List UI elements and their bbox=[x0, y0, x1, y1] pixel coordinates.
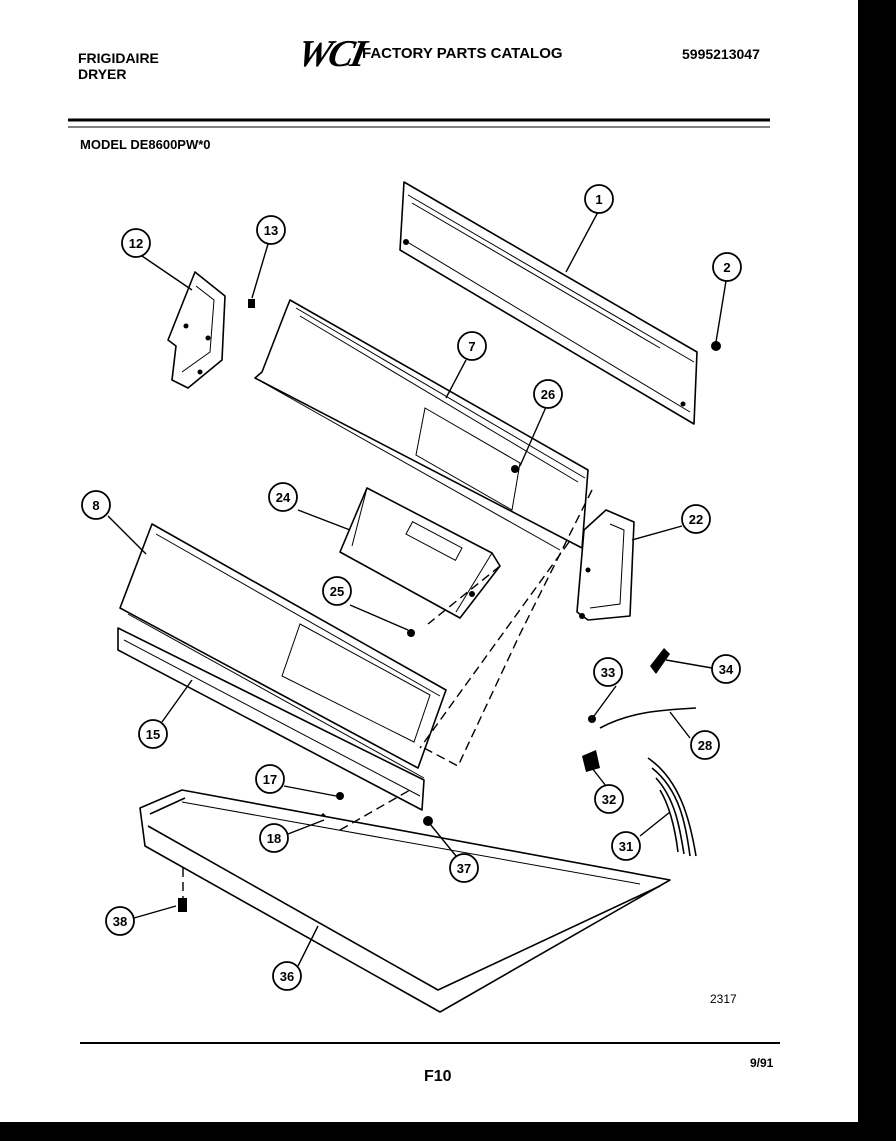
callout-8: 8 bbox=[81, 490, 111, 520]
brand-name: FRIGIDAIRE bbox=[78, 50, 159, 66]
callout-24: 24 bbox=[268, 482, 298, 512]
part-33-screw bbox=[588, 715, 596, 723]
part-1-back-panel bbox=[399, 181, 698, 425]
assembly-line-bracket bbox=[423, 489, 593, 767]
callout-37-label: 37 bbox=[457, 861, 471, 876]
callout-18-label: 18 bbox=[267, 831, 281, 846]
callout-38: 38 bbox=[105, 906, 135, 936]
callout-25-label: 25 bbox=[330, 584, 344, 599]
callout-1-label: 1 bbox=[595, 192, 602, 207]
part-32-bracket bbox=[582, 750, 600, 772]
callout-32-label: 32 bbox=[602, 792, 616, 807]
callout-33-label: 33 bbox=[601, 665, 615, 680]
part-7-control-frame bbox=[254, 299, 589, 551]
catalog-title: FACTORY PARTS CATALOG bbox=[362, 45, 563, 62]
callout-13-label: 13 bbox=[264, 223, 278, 238]
callout-36: 36 bbox=[272, 961, 302, 991]
part-34-switch bbox=[650, 648, 670, 674]
part-31-harness bbox=[647, 757, 697, 857]
leader-lines bbox=[107, 211, 727, 967]
callout-34: 34 bbox=[711, 654, 741, 684]
callout-18: 18 bbox=[259, 823, 289, 853]
part-13-clip bbox=[248, 299, 255, 308]
part-26-screw bbox=[511, 465, 519, 473]
callout-22-label: 22 bbox=[689, 512, 703, 527]
callout-36-label: 36 bbox=[280, 969, 294, 984]
part-36-top-cover bbox=[139, 789, 671, 1013]
assembly-line-timer bbox=[427, 565, 501, 625]
callout-12-label: 12 bbox=[129, 236, 143, 251]
brand-block: FRIGIDAIRE DRYER bbox=[78, 50, 159, 82]
callout-28: 28 bbox=[690, 730, 720, 760]
callout-15: 15 bbox=[138, 719, 168, 749]
part-38-clip bbox=[178, 868, 187, 912]
callout-24-label: 24 bbox=[276, 490, 291, 505]
part-2-screw bbox=[711, 341, 721, 351]
callout-12: 12 bbox=[121, 228, 151, 258]
callout-2-label: 2 bbox=[723, 260, 730, 275]
callout-17: 17 bbox=[255, 764, 285, 794]
part-37-screw bbox=[423, 816, 433, 826]
page-code: F10 bbox=[424, 1068, 452, 1085]
callout-7-label: 7 bbox=[468, 339, 475, 354]
callout-17-label: 17 bbox=[263, 772, 277, 787]
model-number: MODEL DE8600PW*0 bbox=[80, 137, 211, 152]
part-15-trim bbox=[117, 627, 425, 811]
callout-22: 22 bbox=[681, 504, 711, 534]
assembly-line-frame bbox=[419, 541, 570, 749]
catalog-number: 5995213047 bbox=[682, 46, 760, 62]
part-24-timer bbox=[339, 487, 501, 619]
callout-31: 31 bbox=[611, 831, 641, 861]
part-28-wire bbox=[599, 707, 697, 729]
callout-15-label: 15 bbox=[146, 727, 160, 742]
date-code: 9/91 bbox=[750, 1056, 774, 1070]
callout-28-label: 28 bbox=[698, 738, 712, 753]
part-25-screw bbox=[407, 629, 415, 637]
part-22-end-bracket bbox=[576, 509, 635, 621]
callout-34-label: 34 bbox=[719, 662, 734, 677]
callout-13: 13 bbox=[256, 215, 286, 245]
callout-25: 25 bbox=[322, 576, 352, 606]
callout-8-label: 8 bbox=[92, 498, 99, 513]
callout-32: 32 bbox=[594, 784, 624, 814]
callout-26: 26 bbox=[533, 379, 563, 409]
callout-38-label: 38 bbox=[113, 914, 127, 929]
appliance-type: DRYER bbox=[78, 66, 127, 82]
part-17-grommet bbox=[336, 792, 344, 800]
callout-7: 7 bbox=[457, 331, 487, 361]
callout-1: 1 bbox=[584, 184, 614, 214]
part-12-end-bracket bbox=[167, 271, 226, 389]
callout-31-label: 31 bbox=[619, 839, 633, 854]
callout-33: 33 bbox=[593, 657, 623, 687]
callout-37: 37 bbox=[449, 853, 479, 883]
part-8-front-panel bbox=[119, 523, 447, 779]
callout-2: 2 bbox=[712, 252, 742, 282]
diagram-code: 2317 bbox=[710, 992, 737, 1006]
callout-26-label: 26 bbox=[541, 387, 555, 402]
